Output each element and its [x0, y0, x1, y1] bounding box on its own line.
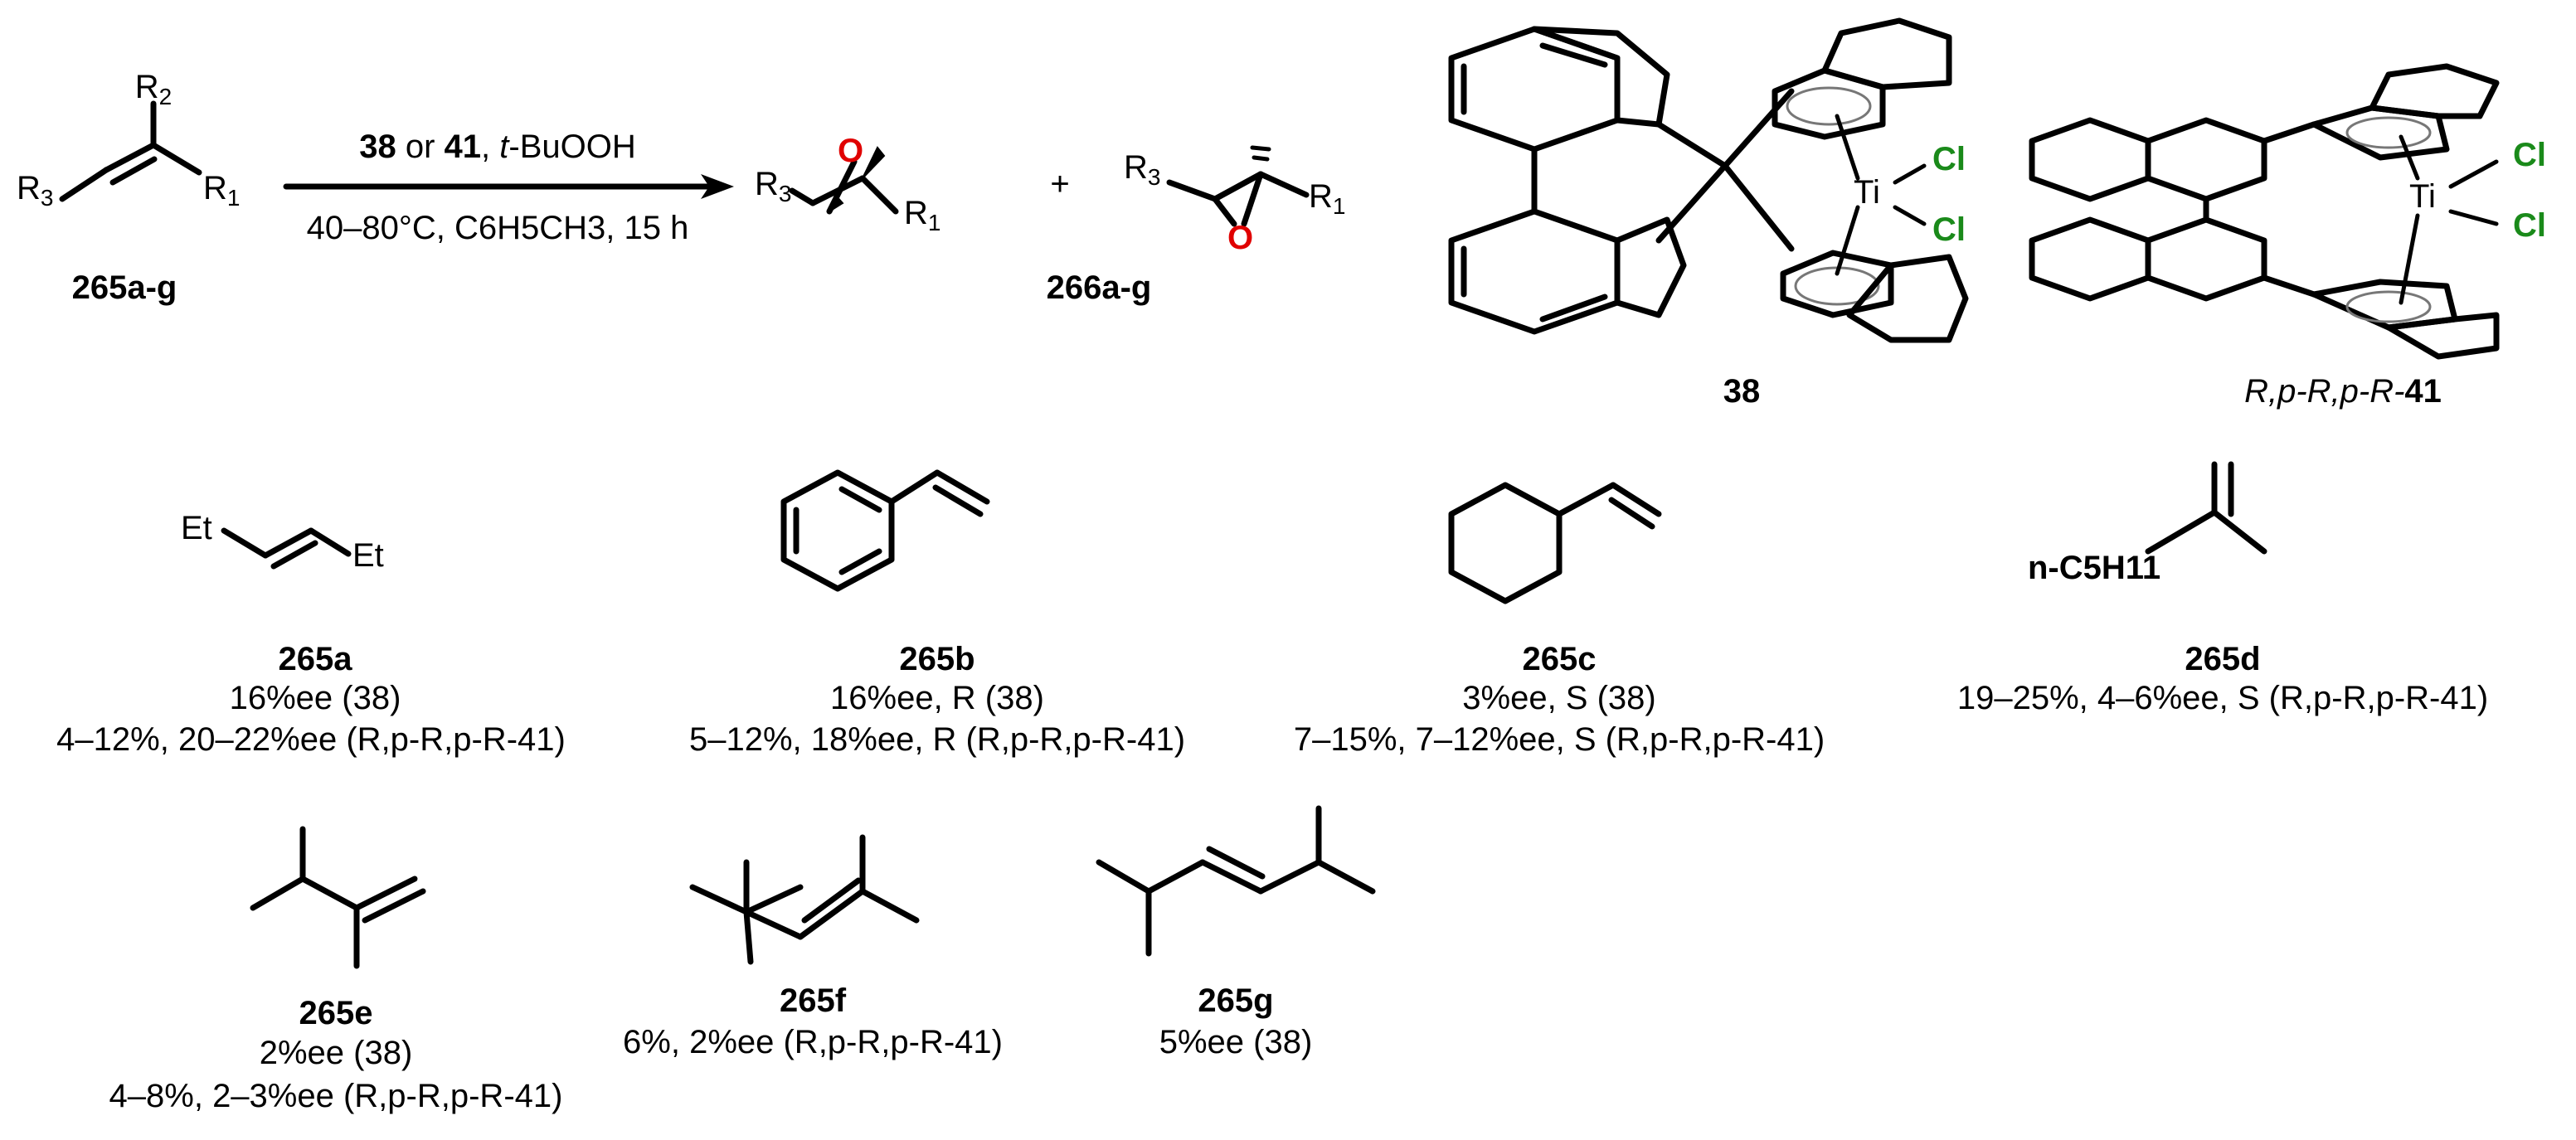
r3-label: R3	[17, 170, 53, 211]
caption-265c: 265c 3%ee, S (38) 7–15%, 7–12%ee, S (R,p…	[1294, 641, 1825, 758]
caption-line: 16%ee (38)	[230, 680, 401, 716]
substrate-265d: n-C5H11	[2028, 461, 2267, 586]
epoxide-product-2: O R3 R1	[1124, 145, 1345, 256]
reaction-arrow: 38 or 41, t-BuOOH 40–80°C, C6H5CH3, 15 h	[283, 129, 734, 246]
catalyst-41-label: R,p-R,p-R-41	[2244, 373, 2442, 410]
product-label: 266a-g	[1047, 269, 1152, 306]
chlorine-label: Cl	[2513, 137, 2546, 173]
catalyst-38-label: 38	[1723, 373, 1761, 410]
r1-label: R1	[904, 195, 940, 235]
substrate-265a: Et Et	[181, 510, 384, 574]
compound-id: 265e	[299, 995, 373, 1031]
caption-line: 16%ee, R (38)	[830, 680, 1044, 716]
oxygen-label: O	[838, 133, 863, 169]
caption-line: 6%, 2%ee (R,p-R,p-R-41)	[623, 1024, 1003, 1060]
catalyst-41-structure: Ti Cl Cl R,p-R,p-R-41	[2029, 63, 2546, 410]
substrate-265g	[1096, 805, 1376, 957]
plus-sign: +	[1050, 166, 1069, 202]
caption-line: 4–12%, 20–22%ee (R,p-R,p-R-41)	[56, 721, 566, 758]
substrate-label: 265a-g	[72, 269, 177, 306]
compound-id: 265d	[2185, 641, 2260, 677]
epoxide-product-1: O R3 R1	[755, 133, 940, 235]
substrate-265c	[1448, 482, 1662, 604]
substrate-general-structure: R2 R3 R1 265a-g	[17, 69, 240, 306]
conditions-bottom: 40–80°C, C6H5CH3, 15 h	[307, 210, 689, 246]
substrate-265e	[250, 826, 426, 969]
r2-label: R2	[135, 69, 172, 109]
caption-265g: 265g 5%ee (38)	[1159, 982, 1313, 1060]
caption-265b: 265b 16%ee, R (38) 5–12%, 18%ee, R (R,p-…	[689, 641, 1185, 758]
chlorine-label: Cl	[1932, 141, 1966, 177]
substrate-265b	[780, 469, 990, 592]
substrate-265f	[689, 834, 920, 965]
caption-265e: 265e 2%ee (38) 4–8%, 2–3%ee (R,p-R,p-R-4…	[109, 995, 563, 1114]
catalyst-38-structure: Ti Cl Cl 38	[1448, 17, 1969, 410]
chlorine-label: Cl	[1932, 211, 1966, 248]
pentyl-label: n-C5H11	[2028, 550, 2160, 586]
caption-line: 3%ee, S (38)	[1462, 680, 1655, 716]
caption-line: 7–15%, 7–12%ee, S (R,p-R,p-R-41)	[1294, 721, 1825, 758]
titanium-label: Ti	[2409, 178, 2436, 215]
caption-line: 19–25%, 4–6%ee, S (R,p-R,p-R-41)	[1957, 680, 2488, 716]
caption-265f: 265f 6%, 2%ee (R,p-R,p-R-41)	[623, 982, 1003, 1060]
chlorine-label: Cl	[2513, 207, 2546, 244]
compound-id: 265g	[1198, 982, 1273, 1019]
caption-265d: 265d 19–25%, 4–6%ee, S (R,p-R,p-R-41)	[1957, 641, 2488, 716]
compound-id: 265c	[1523, 641, 1597, 677]
ethyl-label: Et	[352, 537, 384, 574]
caption-line: 2%ee (38)	[260, 1035, 413, 1071]
caption-265a: 265a 16%ee (38) 4–12%, 20–22%ee (R,p-R,p…	[56, 641, 566, 758]
caption-line: 4–8%, 2–3%ee (R,p-R,p-R-41)	[109, 1078, 563, 1114]
caption-line: 5–12%, 18%ee, R (R,p-R,p-R-41)	[689, 721, 1185, 758]
titanium-label: Ti	[1854, 174, 1880, 211]
r1-label: R1	[203, 170, 240, 211]
conditions-top: 38 or 41, t-BuOOH	[359, 129, 636, 165]
oxygen-label: O	[1227, 220, 1253, 256]
r3-label: R3	[755, 166, 791, 206]
compound-id: 265f	[780, 982, 847, 1019]
compound-id: 265b	[899, 641, 975, 677]
caption-line: 5%ee (38)	[1159, 1024, 1313, 1060]
compound-id: 265a	[279, 641, 353, 677]
ethyl-label: Et	[181, 510, 212, 546]
r1-label: R1	[1309, 178, 1345, 219]
r3-label: R3	[1124, 149, 1160, 190]
